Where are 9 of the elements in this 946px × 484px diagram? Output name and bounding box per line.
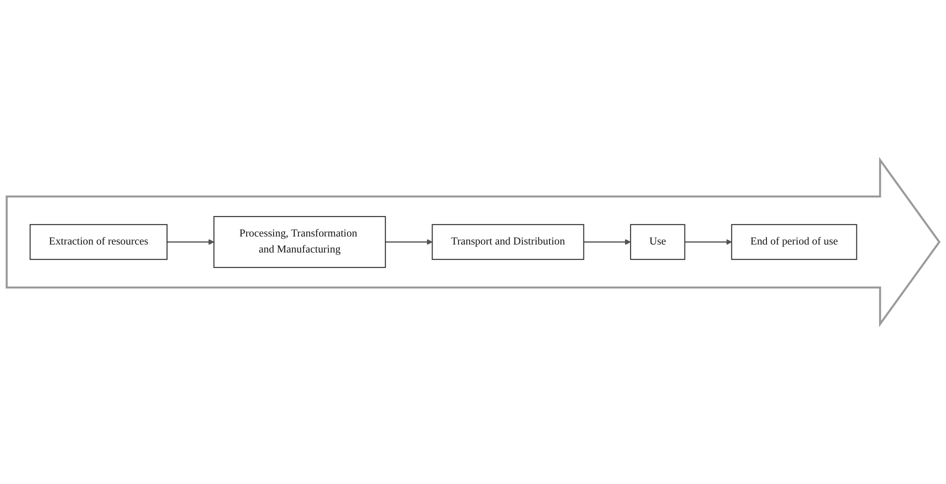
arrow [385, 239, 433, 245]
arrow [167, 239, 214, 245]
process-box: Processing, Transformation and Manufacturing [213, 216, 386, 268]
process-box: Use [630, 224, 686, 260]
process-box: Extraction of resources [30, 224, 168, 260]
process-box: End of period of use [731, 224, 858, 260]
process-box: Transport and Distribution [432, 224, 584, 260]
arrow [684, 239, 732, 245]
arrow [584, 239, 631, 245]
